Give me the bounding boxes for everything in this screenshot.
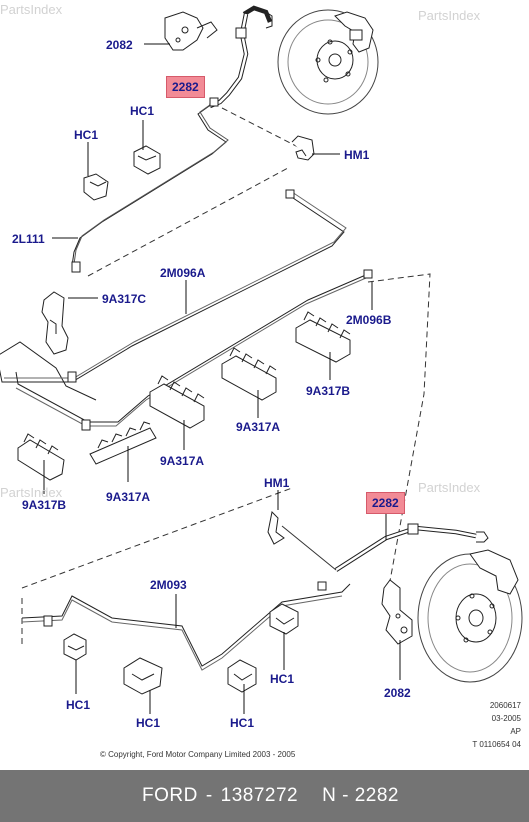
label-2m096b: 2M096B [346,313,392,327]
rear-brake-disc-top [277,9,379,115]
clip-block-9a317a-bottom [89,421,157,465]
footer-dash: - [205,785,213,806]
label-9a317c: 9A317C [102,292,147,306]
rear-brake-disc-bottom [417,549,523,683]
watermark-top-left: PartsIndex [0,2,63,17]
stamp-line-1: 2060617 [489,701,521,710]
label-9a317a-mid: 9A317A [236,420,281,434]
clip-block-9a317b-right [295,311,351,363]
watermark-top-right: PartsIndex [418,8,481,23]
label-2282-top-highlighted: 2282 [166,76,205,98]
bracket-2082-top [164,11,218,51]
clip-hc1-bottom-c [227,659,257,693]
label-9a317a-bottom: 9A317A [106,490,151,504]
brake-lines-diagram [0,5,523,714]
label-2282-bottom-highlighted: 2282 [366,492,405,514]
clip-hc1-top-a [133,145,161,175]
clip-block-9a317a-mid [221,347,277,401]
label-hc1-top-b: HC1 [74,128,99,142]
clip-hc1-bottom-b [123,657,163,695]
watermark-mid-left: PartsIndex [0,485,63,500]
label-9a317b-right: 9A317B [306,384,351,398]
clip-block-9a317b-left [17,433,65,481]
footer-brand: FORD [142,785,198,806]
drawing-stamp: 2060617 03-2005 AP T 0110654 04 [472,699,521,751]
bracket-9a317c [41,291,69,355]
flex-hose-2282-top [209,5,273,109]
clip-hm1-top [291,135,315,161]
label-hc1-bottom-a: HC1 [66,698,91,712]
label-9a317a-left: 9A317A [160,454,205,468]
clip-hc1-top-b [83,173,109,201]
label-hc1-bottom-d: HC1 [270,672,295,686]
stamp-line-3: AP [510,727,521,736]
label-2082-top: 2082 [106,38,133,52]
label-hc1-top-a: HC1 [130,104,155,118]
flex-hose-2282-bottom [334,523,489,572]
copyright-text: © Copyright, Ford Motor Company Limited … [100,750,296,759]
part-info-footer: FORD - 1387272 N - 2282 [0,770,529,822]
clip-block-9a317a-left [149,375,205,429]
bracket-2082-bottom [381,579,413,645]
footer-reference: N - 2282 [322,785,399,806]
stamp-line-2: 03-2005 [491,714,521,723]
label-hc1-bottom-b: HC1 [136,716,161,730]
watermark-mid-right: PartsIndex [418,480,481,495]
label-hm1-top: HM1 [344,148,370,162]
label-hc1-bottom-c: HC1 [230,716,255,730]
label-hm1-bottom: HM1 [264,476,290,490]
clip-hc1-bottom-a [63,633,87,661]
label-2m093: 2M093 [150,578,187,592]
clip-hm1-bottom [267,510,285,545]
footer-part-number: 1387272 [220,785,299,806]
label-9a317b-left: 9A317B [22,498,67,512]
label-2l111: 2L111 [12,232,45,246]
clip-hc1-bottom-d [269,603,299,635]
label-2082-bottom: 2082 [384,686,411,700]
label-2m096a: 2M096A [160,266,206,280]
stamp-line-4: T 0110654 04 [472,740,521,749]
